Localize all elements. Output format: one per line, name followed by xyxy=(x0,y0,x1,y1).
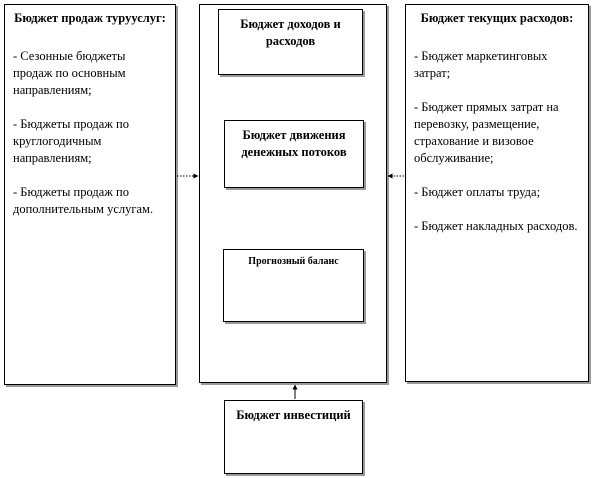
current-expenses-panel: Бюджет текущих расходов: - Бюджет маркет… xyxy=(405,4,589,382)
income-expense-budget-label: Бюджет доходов и расходов xyxy=(240,17,341,48)
sales-budget-list: - Сезонные бюджеты продаж по основным на… xyxy=(13,48,167,218)
investments-budget-box: Бюджет инвестиций xyxy=(224,400,363,474)
cash-flow-budget-box: Бюджет движения денежных потоков xyxy=(224,120,364,188)
sales-budget-item: - Бюджеты продаж по круглогодичным напра… xyxy=(13,117,129,165)
sales-budget-item: - Сезонные бюджеты продаж по основным на… xyxy=(13,49,126,97)
current-expenses-title: Бюджет текущих расходов: xyxy=(420,11,574,25)
current-expenses-list: - Бюджет маркетинговых затрат; - Бюджет … xyxy=(414,48,580,235)
sales-budget-item: - Бюджеты продаж по дополнительным услуг… xyxy=(13,185,154,216)
current-expenses-item: - Бюджет накладных расходов. xyxy=(414,219,578,233)
forecast-balance-label: Прогнозный баланс xyxy=(248,256,339,267)
income-expense-budget-box: Бюджет доходов и расходов xyxy=(218,9,363,75)
sales-budget-panel: Бюджет продаж турууслуг: - Сезонные бюдж… xyxy=(4,4,176,385)
current-expenses-item: - Бюджет маркетинговых затрат; xyxy=(414,49,548,80)
current-expenses-item: - Бюджет оплаты труда; xyxy=(414,185,541,199)
sales-budget-title: Бюджет продаж турууслуг: xyxy=(14,11,166,25)
current-expenses-item: - Бюджет прямых затрат на перевозку, раз… xyxy=(414,100,559,165)
cash-flow-budget-label: Бюджет движения денежных потоков xyxy=(241,128,347,159)
investments-budget-label: Бюджет инвестиций xyxy=(236,408,351,422)
forecast-balance-box: Прогнозный баланс xyxy=(223,249,364,322)
